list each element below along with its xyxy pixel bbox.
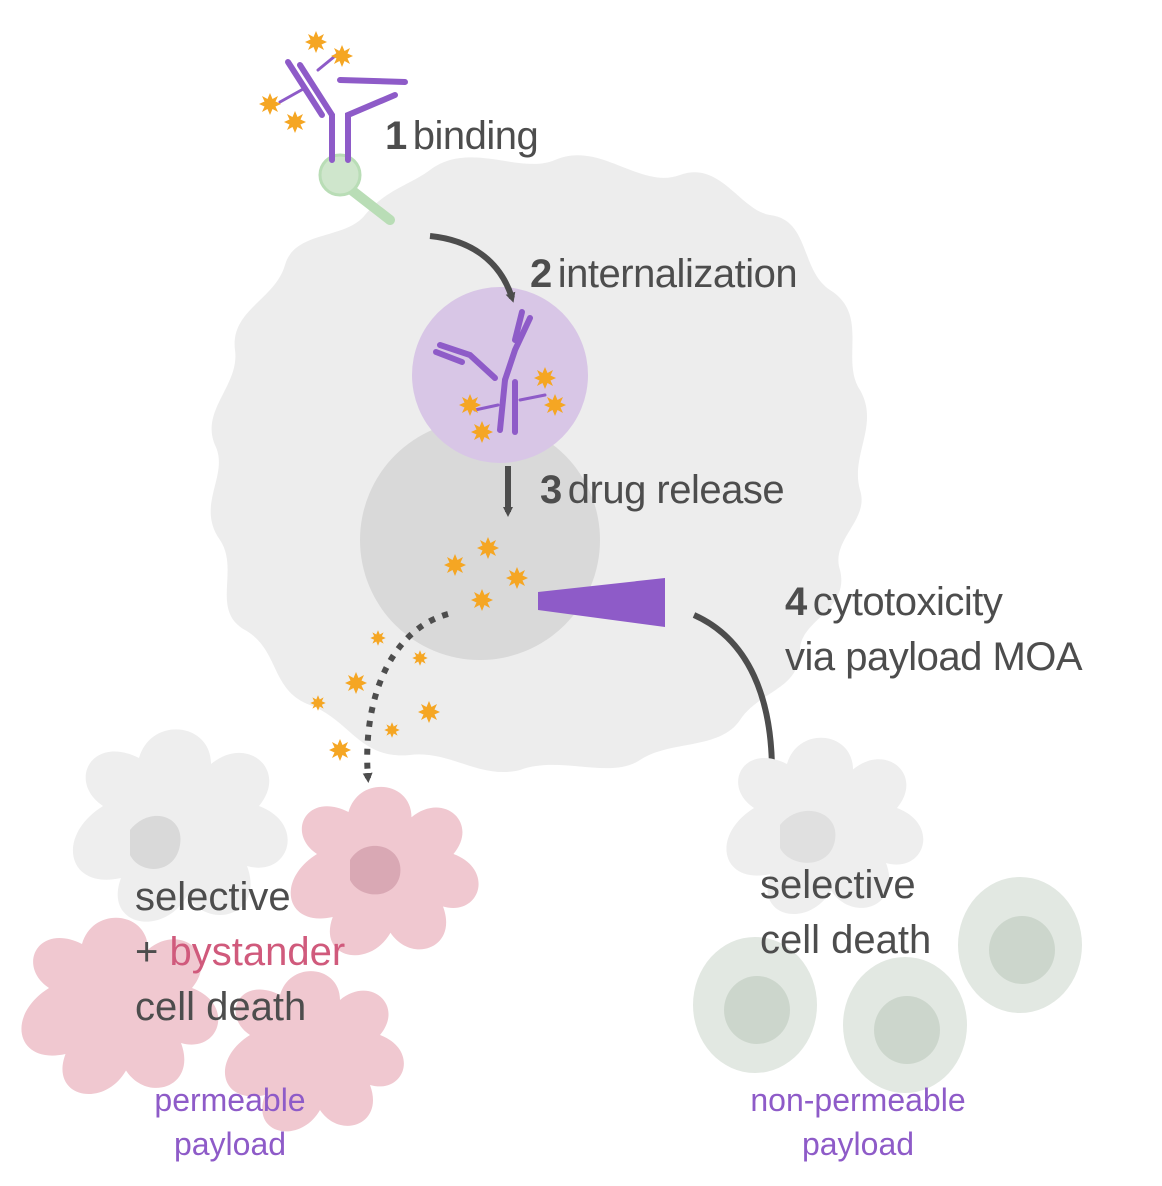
bystander-outcome-text: selective + bystander cell death xyxy=(135,870,345,1035)
step-4-label-line2: via payload MOA xyxy=(785,635,1083,679)
healthy-cell xyxy=(958,877,1082,1013)
receptor xyxy=(318,153,395,225)
outcome-line: selective xyxy=(760,863,916,907)
outcome-line: selective xyxy=(135,875,291,919)
cytotoxicity-arrow xyxy=(692,612,777,777)
outcome-line: cell death xyxy=(135,985,307,1029)
payload-action-icon xyxy=(538,578,665,627)
bystander-highlight: bystander xyxy=(169,930,346,974)
selective-outcome-text: selective cell death xyxy=(760,858,931,968)
endosome xyxy=(412,287,588,463)
dead-cell-nucleus xyxy=(780,810,836,863)
outcome-line: + bystander xyxy=(135,930,346,974)
permeable-payload-label: permeable payload xyxy=(154,1082,306,1162)
internalized-antibody-icon xyxy=(433,309,547,435)
healthy-cell xyxy=(693,937,817,1073)
healthy-cell xyxy=(843,957,967,1093)
outcome-line: cell death xyxy=(760,918,932,962)
bystander-cell-nucleus xyxy=(350,845,401,895)
internalization-arrow xyxy=(429,233,516,303)
non-permeable-payload-label: non-permeable payload xyxy=(750,1082,966,1162)
bystander-arrow xyxy=(362,611,449,783)
dead-cell-nucleus xyxy=(130,815,181,869)
